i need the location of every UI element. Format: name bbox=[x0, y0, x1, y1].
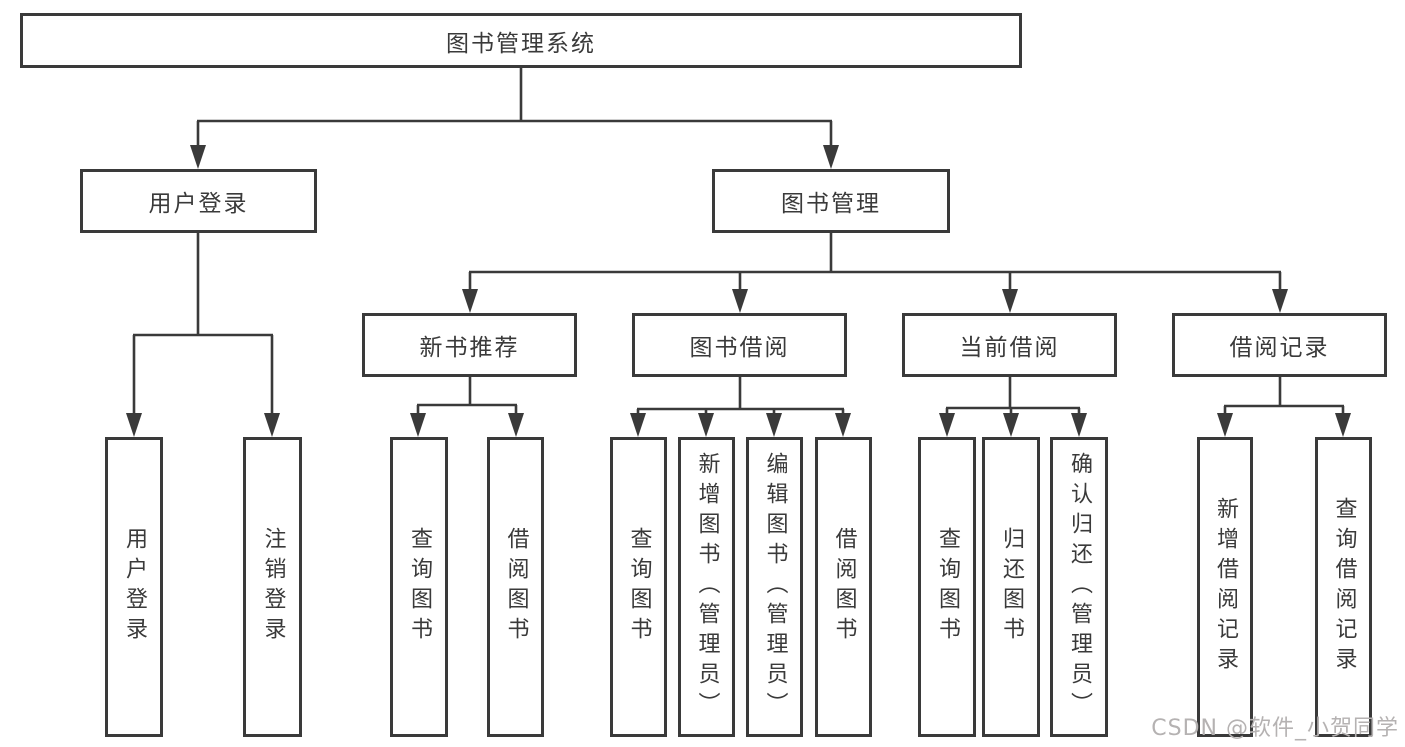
node-new-book-recommendation: 新书推荐 bbox=[362, 313, 577, 377]
leaf-query-books-current: 查询图书 bbox=[918, 437, 976, 737]
leaf-add-borrow-record: 新增借阅记录 bbox=[1197, 437, 1253, 737]
node-label: 图书借阅 bbox=[689, 335, 790, 361]
node-label: 用户登录 bbox=[148, 191, 249, 217]
node-label: 新书推荐 bbox=[419, 335, 520, 361]
arrowheads bbox=[126, 145, 1351, 437]
leaf-borrow-books-recommend: 借阅图书 bbox=[487, 437, 544, 737]
leaf-query-borrow-record: 查询借阅记录 bbox=[1315, 437, 1372, 737]
leaf-return-books: 归还图书 bbox=[982, 437, 1040, 737]
leaf-borrow-books: 借阅图书 bbox=[815, 437, 872, 737]
leaf-label: 新增图书（管理员） bbox=[694, 452, 720, 722]
leaf-label: 查询图书 bbox=[626, 527, 652, 647]
leaf-edit-books-admin: 编辑图书（管理员） bbox=[746, 437, 803, 737]
leaf-label: 查询借阅记录 bbox=[1331, 497, 1357, 677]
leaf-label: 查询图书 bbox=[935, 527, 960, 647]
leaf-label: 确认归还（管理员） bbox=[1067, 452, 1092, 722]
node-book-borrowing: 图书借阅 bbox=[632, 313, 847, 377]
leaf-user-login: 用户登录 bbox=[105, 437, 163, 737]
leaf-query-books-borrow: 查询图书 bbox=[610, 437, 667, 737]
leaf-add-books-admin: 新增图书（管理员） bbox=[678, 437, 735, 737]
leaf-logout: 注销登录 bbox=[243, 437, 302, 737]
leaf-query-books-recommend: 查询图书 bbox=[390, 437, 448, 737]
node-current-borrowing: 当前借阅 bbox=[902, 313, 1117, 377]
leaf-confirm-return-admin: 确认归还（管理员） bbox=[1050, 437, 1108, 737]
csdn-watermark: CSDN @软件_小贺同学 bbox=[1151, 716, 1399, 741]
node-user-login: 用户登录 bbox=[80, 169, 317, 233]
node-label: 当前借阅 bbox=[959, 335, 1060, 361]
node-library-management-system: 图书管理系统 bbox=[20, 13, 1022, 68]
node-label: 借阅记录 bbox=[1229, 335, 1330, 361]
leaf-label: 查询图书 bbox=[407, 527, 432, 647]
leaf-label: 借阅图书 bbox=[831, 527, 857, 647]
leaf-label: 归还图书 bbox=[999, 527, 1024, 647]
node-label: 图书管理系统 bbox=[446, 30, 596, 57]
node-borrowing-records: 借阅记录 bbox=[1172, 313, 1387, 377]
leaf-label: 用户登录 bbox=[122, 527, 147, 647]
leaf-label: 注销登录 bbox=[260, 527, 286, 647]
leaf-label: 编辑图书（管理员） bbox=[762, 452, 788, 722]
node-book-management: 图书管理 bbox=[712, 169, 950, 233]
node-label: 图书管理 bbox=[781, 191, 881, 217]
leaf-label: 借阅图书 bbox=[503, 527, 529, 647]
leaf-label: 新增借阅记录 bbox=[1213, 497, 1238, 677]
